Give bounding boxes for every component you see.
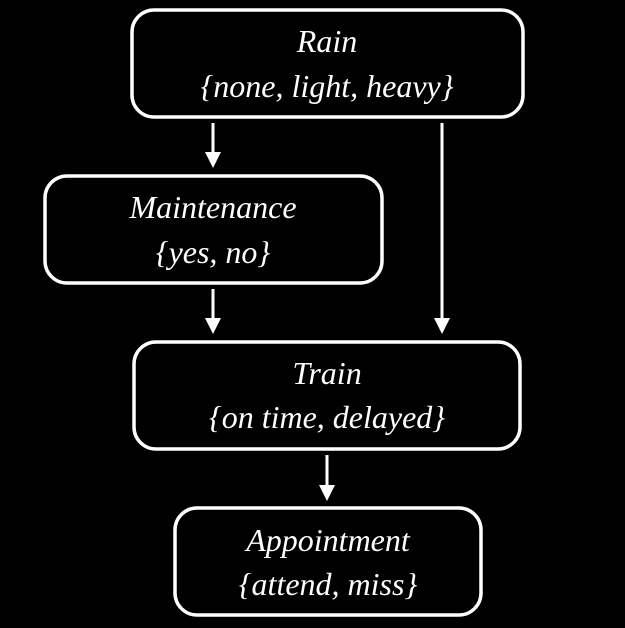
node-maintenance-values: {yes, no} <box>156 234 271 270</box>
edges <box>205 123 450 501</box>
arrowhead-rain-train <box>434 318 450 334</box>
node-appointment-title: Appointment <box>244 522 411 558</box>
node-rain: Rain {none, light, heavy} <box>130 8 525 119</box>
node-appointment-values: {attend, miss} <box>239 566 418 602</box>
node-appointment-box <box>173 506 483 617</box>
node-rain-title: Rain <box>296 23 357 59</box>
arrowhead-rain-maintenance <box>205 152 221 168</box>
node-train-box <box>132 340 522 451</box>
node-train: Train {on time, delayed} <box>132 340 522 451</box>
node-maintenance-box <box>43 174 384 285</box>
node-appointment: Appointment {attend, miss} <box>173 506 483 617</box>
node-train-values: {on time, delayed} <box>209 399 445 435</box>
arrowhead-train-appointment <box>319 485 335 501</box>
arrowhead-maintenance-train <box>205 318 221 334</box>
node-rain-box <box>130 8 525 119</box>
node-train-title: Train <box>292 355 361 391</box>
node-rain-values: {none, light, heavy} <box>200 68 453 104</box>
node-maintenance: Maintenance {yes, no} <box>43 174 384 285</box>
node-maintenance-title: Maintenance <box>128 189 296 225</box>
